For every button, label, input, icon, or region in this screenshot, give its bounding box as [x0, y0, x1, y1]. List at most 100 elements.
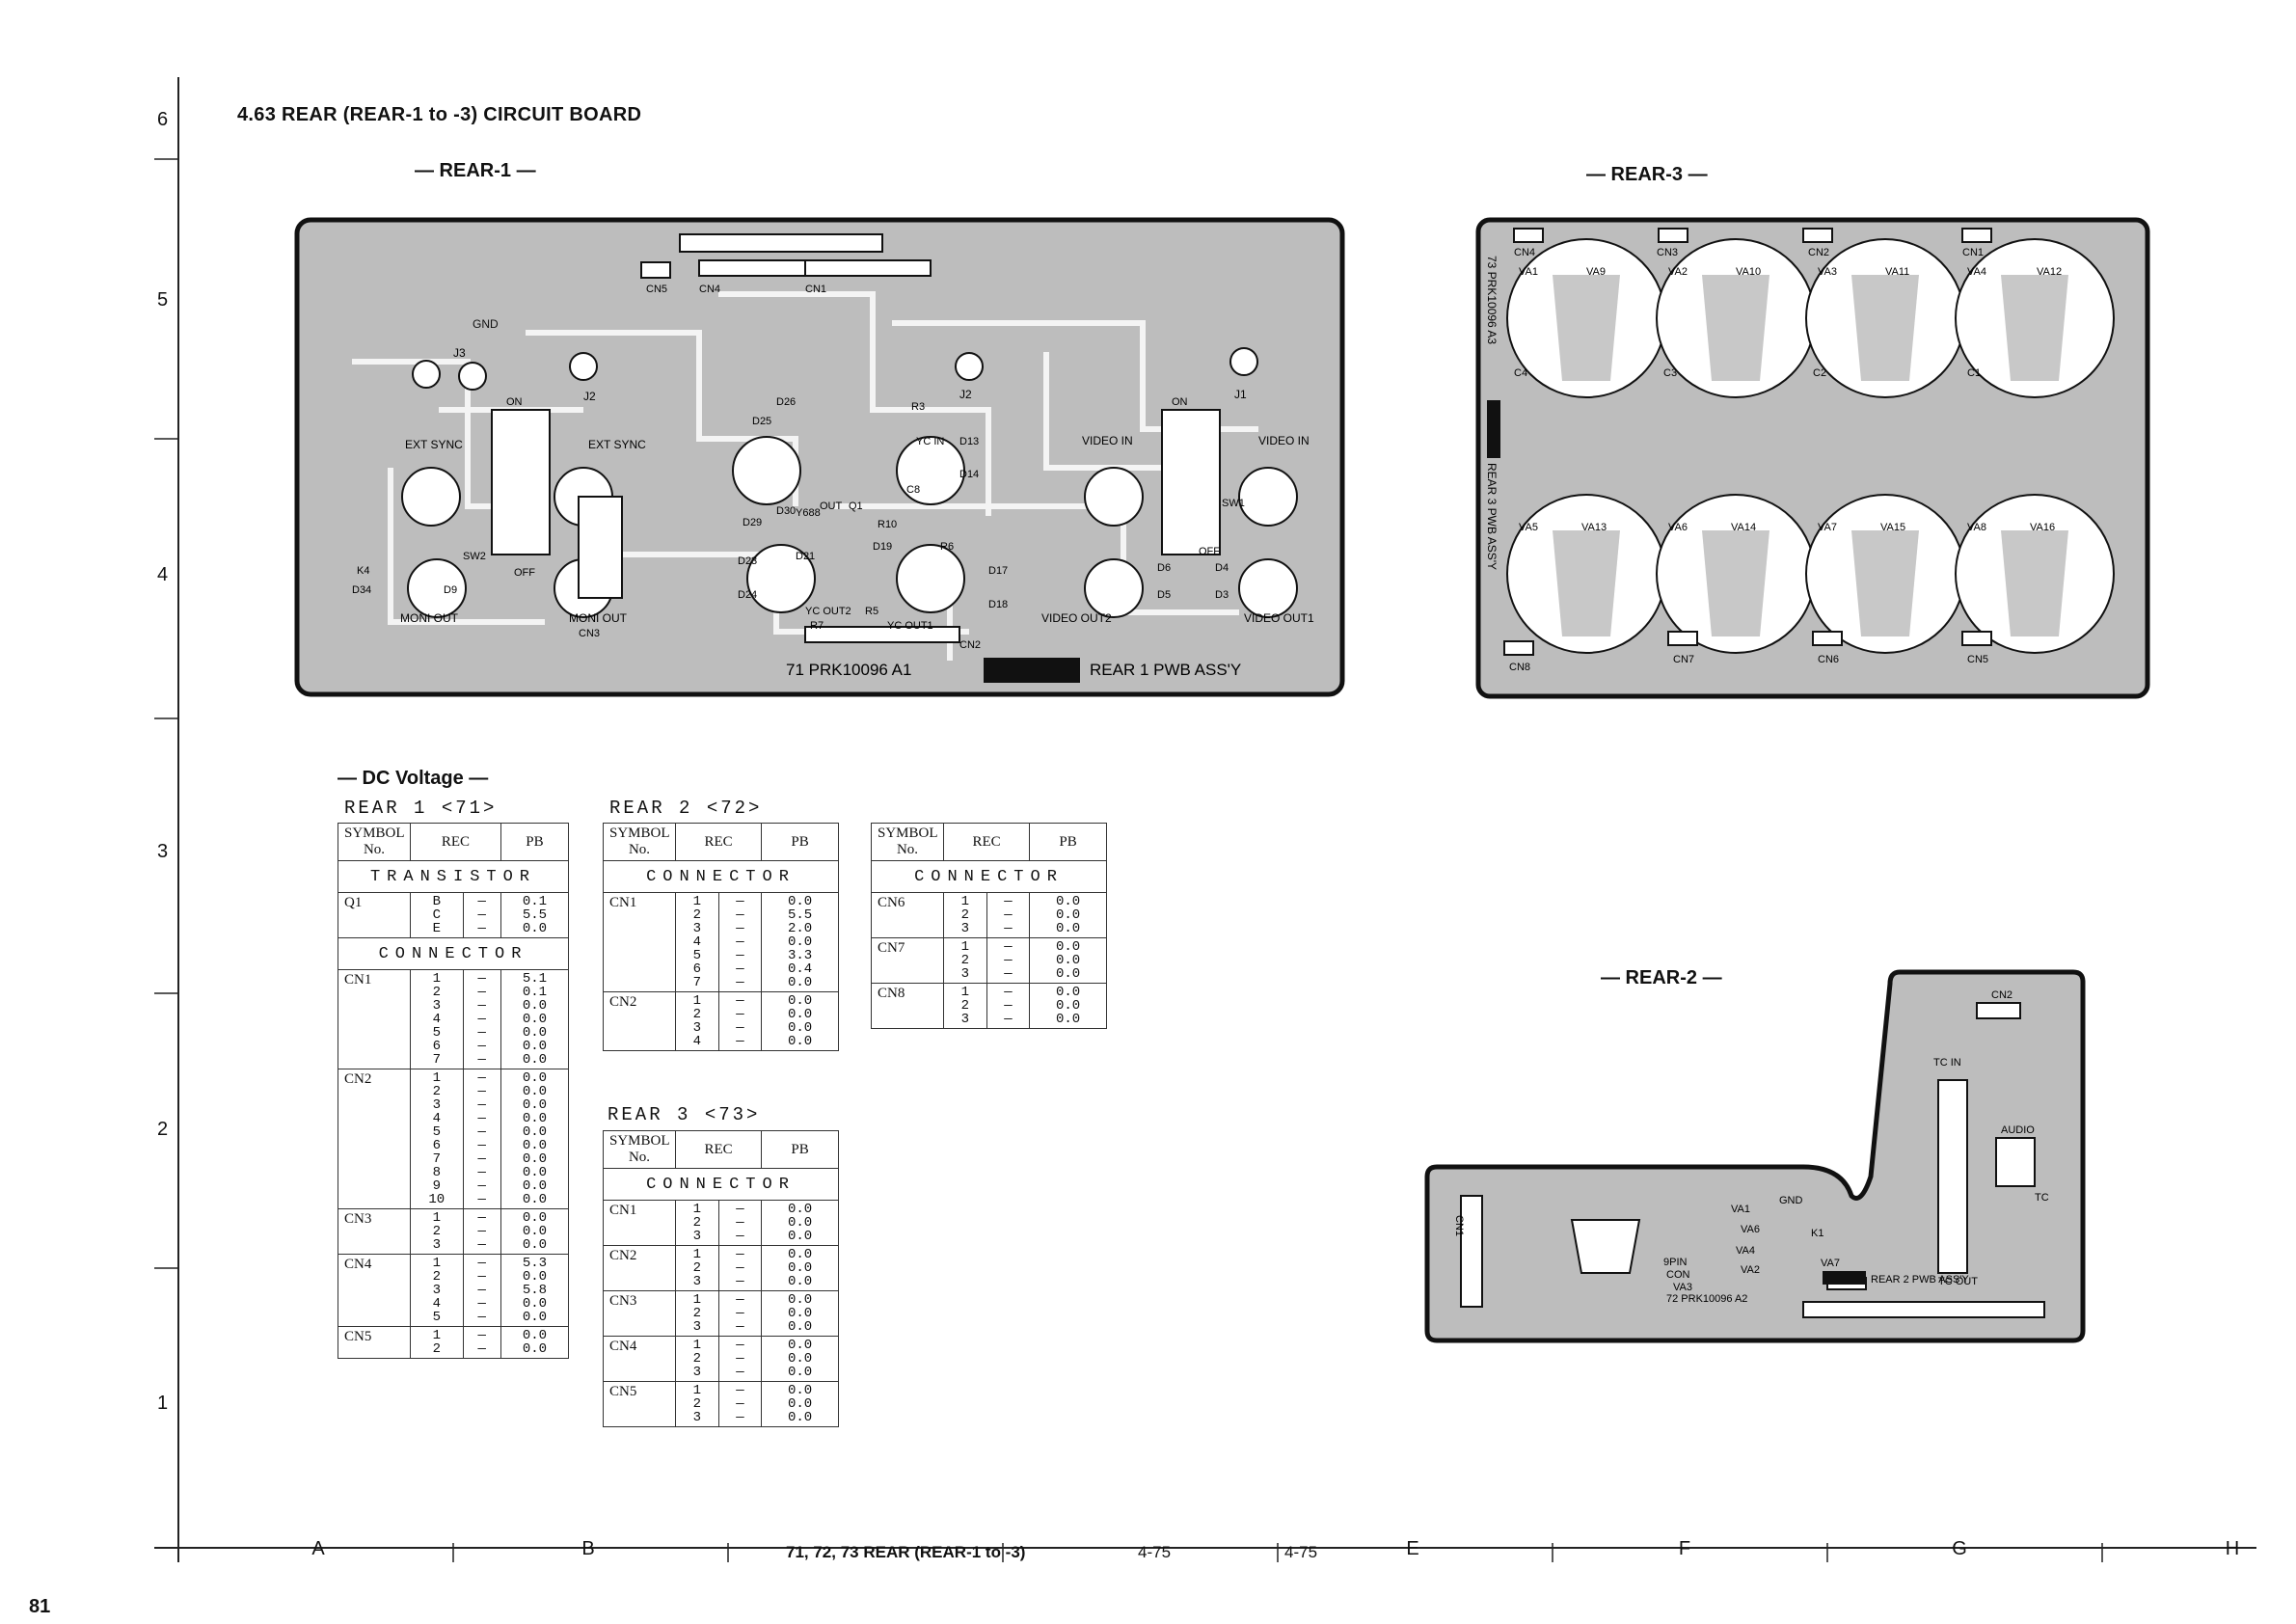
rear3-heading: — REAR-3 — [1586, 164, 1708, 185]
rear1-voltage-title: REAR 1 <71> [344, 798, 498, 819]
svg-text:CN1: CN1 [1962, 247, 1984, 258]
svg-text:C2: C2 [1813, 367, 1826, 379]
svg-text:D17: D17 [988, 565, 1008, 577]
rec-cell: — — — [986, 892, 1031, 938]
svg-text:EXT SYNC: EXT SYNC [588, 438, 646, 451]
column-header: PB [500, 823, 570, 861]
pins-cell: 1 2 3 4 5 6 7 [409, 969, 464, 1069]
pins-cell: 1 2 3 4 [674, 991, 719, 1051]
svg-text:CN1: CN1 [805, 284, 826, 295]
svg-text:OUT: OUT [820, 501, 843, 512]
svg-text:D13: D13 [959, 436, 979, 447]
section-header: CONNECTOR [603, 860, 839, 893]
svg-text:VA4: VA4 [1736, 1245, 1755, 1257]
symbol-cell: CN6 [871, 892, 944, 938]
svg-text:VA2: VA2 [1668, 266, 1688, 278]
row-number-6: 6 [157, 109, 169, 130]
rec-cell: — — — — — — — [717, 892, 763, 992]
rear1-heading: — REAR-1 — [415, 160, 536, 181]
svg-text:VA7: VA7 [1818, 522, 1837, 533]
pins-cell: 1 2 3 [674, 1200, 719, 1246]
svg-text:VA16: VA16 [2030, 522, 2055, 533]
symbol-cell: CN4 [338, 1254, 411, 1327]
svg-text:CN1: CN1 [1453, 1215, 1465, 1236]
svg-text:D23: D23 [738, 555, 757, 567]
rear1-voltage-table: SYMBOL No. REC PB TRANSISTOR Q1 B C E — … [338, 823, 570, 1359]
column-header: PB [1029, 823, 1107, 861]
svg-text:R7: R7 [810, 620, 824, 632]
rear3-voltage-title: REAR 3 <73> [608, 1104, 761, 1125]
pb-cell: 0.0 0.0 0.0 [761, 1290, 839, 1337]
footer-page-ref-2: 4-75 [1284, 1543, 1318, 1561]
svg-text:TC: TC [2035, 1192, 2049, 1204]
rear2-assy-label: REAR 2 PWB ASS'Y [1871, 1274, 1969, 1286]
symbol-cell: CN7 [871, 937, 944, 984]
svg-text:VA9: VA9 [1586, 266, 1606, 278]
column-letter-e: E [1406, 1538, 1419, 1559]
svg-text:J2: J2 [583, 390, 596, 403]
rear3-voltage-table-cn1-5: SYMBOL No. REC PB CONNECTOR CN1 1 2 3 — … [603, 1130, 839, 1427]
symbol-cell: Q1 [338, 892, 411, 938]
symbol-cell: CN4 [603, 1336, 676, 1382]
rear3-board: CN4 CN3 CN2 CN1 VA1 VA9 VA2 VA10 VA3 VA1… [1475, 217, 2150, 699]
section-header: TRANSISTOR [338, 860, 569, 893]
svg-text:VA1: VA1 [1519, 266, 1538, 278]
symbol-cell: CN2 [603, 1245, 676, 1291]
rec-cell: — — — [717, 1290, 763, 1337]
svg-text:R10: R10 [878, 519, 897, 530]
symbol-cell: CN1 [338, 969, 411, 1069]
svg-text:VA8: VA8 [1967, 522, 1986, 533]
column-header: REC [674, 823, 763, 861]
svg-text:VA7: VA7 [1821, 1258, 1840, 1269]
section-header: CONNECTOR [338, 937, 569, 970]
rear2-voltage-table: SYMBOL No. REC PB CONNECTOR CN1 1 2 3 4 … [603, 823, 839, 1051]
svg-text:CN4: CN4 [699, 284, 720, 295]
svg-text:OFF: OFF [1199, 546, 1220, 557]
pins-cell: 1 2 [409, 1326, 464, 1359]
section-header: CONNECTOR [871, 860, 1107, 893]
page-title: 4.63 REAR (REAR-1 to -3) CIRCUIT BOARD [237, 104, 642, 125]
svg-text:VIDEO OUT1: VIDEO OUT1 [1244, 611, 1314, 625]
pb-cell: 0.0 0.0 0.0 [761, 1245, 839, 1291]
svg-text:VA13: VA13 [1581, 522, 1607, 533]
svg-text:CN5: CN5 [1967, 654, 1988, 665]
svg-text:D26: D26 [776, 396, 796, 408]
svg-text:C8: C8 [906, 484, 920, 496]
svg-text:SW1: SW1 [1222, 498, 1245, 509]
svg-text:9PIN: 9PIN [1663, 1257, 1688, 1268]
column-header: PB [761, 823, 839, 861]
column-header: SYMBOL No. [338, 823, 411, 861]
symbol-cell: CN3 [338, 1208, 411, 1255]
rec-cell: — — — — — [462, 1254, 501, 1327]
svg-text:D24: D24 [738, 589, 757, 601]
svg-text:GND: GND [1779, 1195, 1803, 1206]
svg-text:CN3: CN3 [579, 628, 600, 639]
svg-text:CN2: CN2 [1991, 989, 2012, 1001]
rec-cell: — — — [462, 892, 501, 938]
svg-text:YC IN: YC IN [916, 436, 944, 447]
pins-cell: 1 2 3 [674, 1290, 719, 1337]
column-letter-h: H [2225, 1538, 2240, 1559]
svg-text:D9: D9 [444, 584, 457, 596]
pins-cell: 1 2 3 4 5 6 7 8 9 10 [409, 1069, 464, 1209]
column-header: REC [942, 823, 1031, 861]
svg-text:D4: D4 [1215, 562, 1229, 574]
pins-cell: 1 2 3 [674, 1336, 719, 1382]
pins-cell: 1 2 3 [942, 892, 987, 938]
section-header: CONNECTOR [603, 1168, 839, 1201]
svg-text:VA1: VA1 [1731, 1204, 1750, 1215]
pins-cell: 1 2 3 [942, 983, 987, 1029]
pb-cell: 0.0 0.0 0.0 [500, 1208, 570, 1255]
rear1-board: GND J3 J2 CN5 CN4 CN1 J2 J1 EXT SYNC EXT… [294, 217, 1345, 697]
svg-text:R3: R3 [911, 401, 925, 413]
svg-text:C3: C3 [1663, 367, 1677, 379]
svg-text:VA6: VA6 [1741, 1224, 1760, 1235]
svg-text:Q1: Q1 [849, 501, 863, 512]
pb-cell: 0.0 5.5 2.0 0.0 3.3 0.4 0.0 [761, 892, 839, 992]
svg-text:D6: D6 [1157, 562, 1171, 574]
svg-text:CN8: CN8 [1509, 662, 1530, 673]
svg-text:J3: J3 [453, 346, 466, 360]
svg-text:VA11: VA11 [1885, 266, 1909, 278]
svg-text:C1: C1 [1967, 367, 1981, 379]
svg-text:VIDEO OUT2: VIDEO OUT2 [1041, 611, 1112, 625]
